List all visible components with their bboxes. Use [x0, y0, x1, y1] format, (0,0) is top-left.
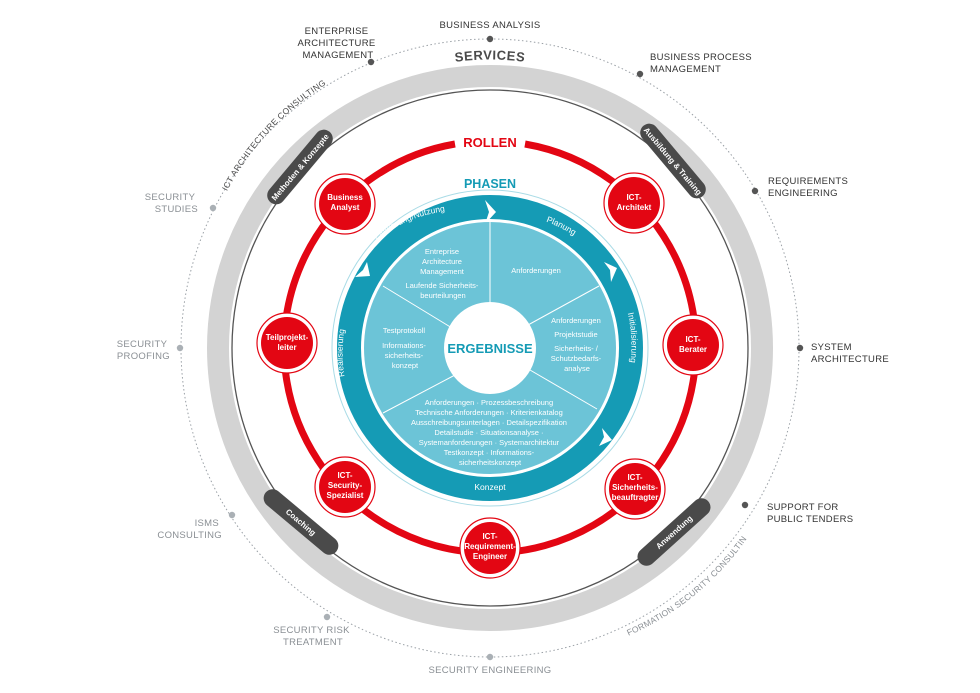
service-dots [176, 35, 804, 661]
svg-text:ICT-Security-Spezialist: ICT-Security-Spezialist [327, 471, 364, 500]
service-security-risk-treatment: SECURITY RISK TREATMENT [273, 625, 353, 648]
phase-konzept: Konzept [474, 482, 506, 492]
service-business-analysis: BUSINESS ANALYSIS [439, 20, 540, 31]
svg-text:Teilprojekt-leiter: Teilprojekt-leiter [266, 333, 309, 352]
ergebnisse-title: ERGEBNISSE [447, 341, 533, 356]
results-konzept: Anforderungen · Prozessbeschreibung Tech… [411, 398, 569, 467]
services-gray-labels: SECURITY STUDIES SECURITY PROOFING ISMS … [117, 192, 551, 676]
results-pie-dividers [382, 222, 600, 414]
results-einfuehrung: Entreprise Architecture Management Laufe… [405, 247, 480, 300]
svg-text:ICT-Requirement-Engineer: ICT-Requirement-Engineer [464, 532, 516, 561]
phase-arrows [355, 200, 617, 446]
results-planung: Anforderungen [511, 266, 561, 275]
role-teilprojektleiter: Teilprojekt-leiter [256, 312, 318, 374]
service-system-architecture: SYSTEM ARCHITECTURE [811, 342, 889, 365]
results-realisierung: Testprotokoll Informations- sicherheits-… [382, 326, 428, 370]
phase-realisierung: Realisierung [335, 328, 347, 378]
role-ict-requirement-engineer: ICT-Requirement-Engineer [459, 517, 521, 579]
phasen-title: PHASEN [464, 177, 516, 191]
services-inner-line [231, 89, 749, 607]
service-business-process-management: BUSINESS PROCESS MANAGEMENT [650, 52, 755, 75]
svg-text:ICT-Sicherheits-beauftragter: ICT-Sicherheits-beauftragter [612, 473, 659, 502]
service-security-proofing: SECURITY PROOFING [117, 339, 170, 362]
svg-text:ICT-Architekt: ICT-Architekt [617, 193, 652, 212]
service-public-tenders: SUPPORT FOR PUBLIC TENDERS [767, 502, 853, 525]
ergebnisse-center [444, 302, 536, 394]
role-ict-berater: ICT-Berater [662, 314, 724, 376]
service-requirements-engineering: REQUIREMENTS ENGINEERING [768, 176, 851, 199]
rollen-title: ROLLEN [463, 135, 516, 150]
role-ict-security-spezialist: ICT-Security-Spezialist [314, 456, 376, 518]
service-isms-consulting: ISMS CONSULTING [157, 518, 222, 541]
role-ict-architekt: ICT-Architekt [603, 172, 665, 234]
service-security-studies: SECURITY STUDIES [145, 192, 198, 215]
services-dark-labels: ENTERPRISE ARCHITECTURE MANAGEMENT BUSIN… [298, 20, 889, 525]
services-title: SERVICES [454, 47, 526, 64]
role-ict-sicherheitsbeauftragter: ICT-Sicherheits-beauftragter [604, 458, 666, 520]
service-enterprise-architecture: ENTERPRISE ARCHITECTURE MANAGEMENT [298, 26, 379, 61]
svg-text:ICT-Berater: ICT-Berater [679, 335, 707, 354]
service-security-engineering: SECURITY ENGINEERING [428, 665, 551, 676]
results-initialisierung: Anforderungen Projektstudie Sicherheits-… [551, 316, 604, 373]
